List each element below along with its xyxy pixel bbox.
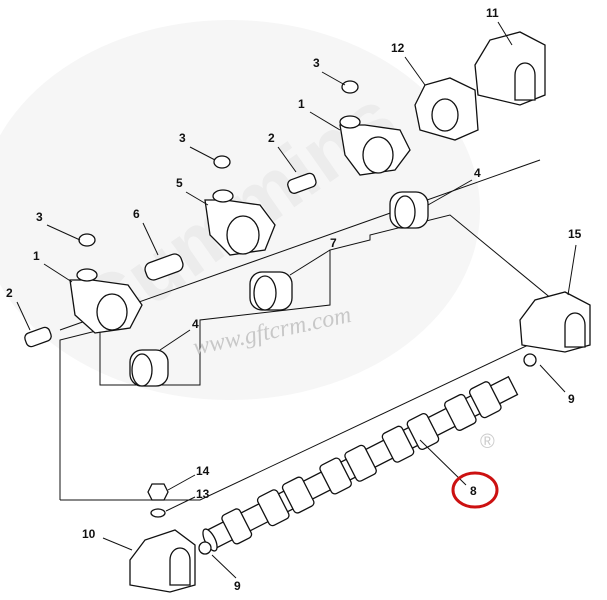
roller-4-lower [129,349,169,387]
callout-3: 3 [36,210,43,224]
callout-1: 1 [298,97,305,111]
rocker-arm-1-lower [69,268,143,334]
rocker-arm-5 [204,189,276,256]
washer-9-left [198,541,212,555]
callout-3: 3 [313,56,320,70]
callout-9: 9 [234,579,241,593]
rocker-arm-1-upper [339,115,411,176]
nut-14 [147,483,169,501]
callout-5: 5 [176,176,183,190]
callout-12: 12 [391,41,405,55]
callout-14: 14 [196,464,210,478]
callout-10: 10 [82,527,96,541]
bracket-15 [519,291,591,353]
callout-3: 3 [179,131,186,145]
screw-3-b [213,155,231,169]
callout-2: 2 [268,131,275,145]
roller-7 [249,271,293,311]
callout-9: 9 [568,392,575,406]
callout-4: 4 [192,317,199,331]
screw-3-c [78,233,96,247]
screw-3-a [341,80,359,94]
rocker-arm-12 [414,77,479,141]
pin-2-lower [24,326,52,348]
callout-8: 8 [470,484,477,498]
callout-2: 2 [6,286,13,300]
roller-4-upper [389,191,429,229]
camshaft [202,375,519,552]
registered-mark: ® [480,431,495,453]
callout-15: 15 [568,227,582,241]
washer-13 [150,508,166,518]
callout-13: 13 [196,487,210,501]
pin-2-upper [287,172,317,194]
callout-4: 4 [474,166,481,180]
callout-6: 6 [133,207,140,221]
highlight-circle [451,471,499,509]
shaft-6 [144,253,184,281]
bracket-10 [129,529,196,593]
washer-9-right [523,353,537,367]
callout-1: 1 [33,249,40,263]
callout-11: 11 [486,6,499,20]
bracket-11 [474,31,546,106]
assembly-outline-lower [60,329,561,501]
callout-7: 7 [330,236,337,250]
